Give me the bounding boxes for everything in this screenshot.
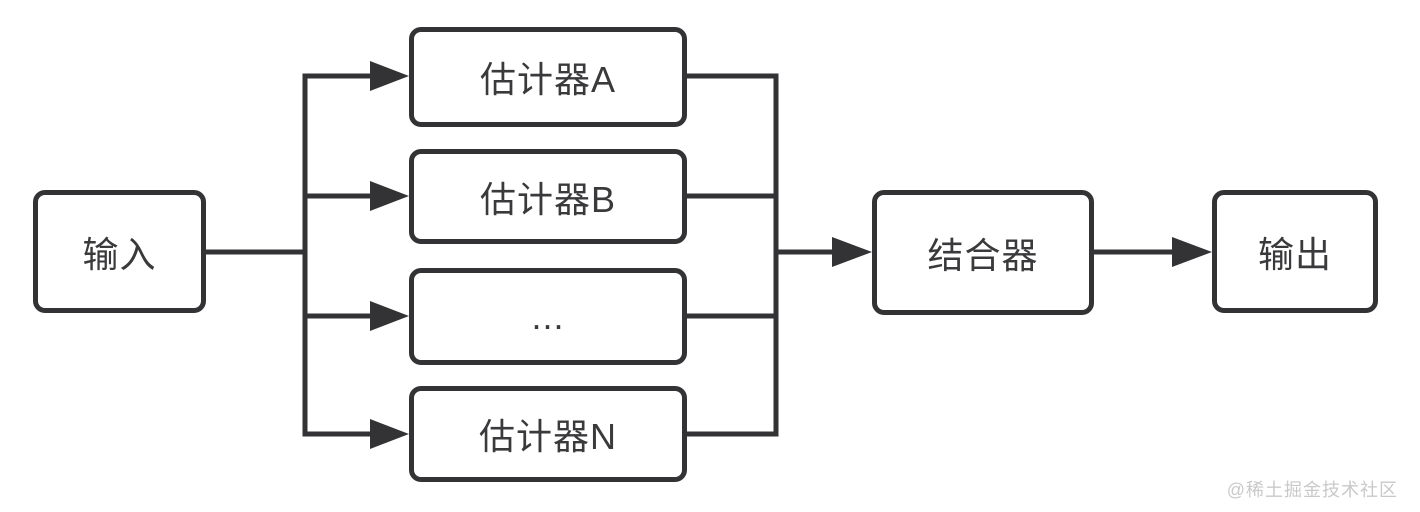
input-node: 输入 [33, 190, 206, 313]
estimator-a-node: 估计器A [409, 27, 687, 127]
arrowhead-combiner [832, 237, 872, 267]
estimator-n-node-label: 估计器N [479, 416, 617, 457]
watermark: @稀土掘金技术社区 [1226, 480, 1398, 500]
output-node-label: 输出 [1257, 233, 1332, 275]
arrowhead-output [1172, 237, 1212, 267]
input-node-label: 输入 [82, 233, 157, 275]
estimator-ellipsis-node: ... [409, 268, 687, 365]
estimator-a-node-label: 估计器A [479, 59, 616, 100]
estimator-b-node-label: 估计器B [479, 178, 616, 220]
output-node: 输出 [1212, 190, 1378, 313]
combiner-node: 结合器 [872, 190, 1094, 315]
combiner-node-label: 结合器 [927, 234, 1039, 276]
arrowhead-estimator-a [370, 61, 409, 91]
arrowhead-estimator-ellipsis [370, 301, 409, 331]
estimator-n-node: 估计器N [409, 386, 687, 482]
estimator-b-node: 估计器B [409, 149, 687, 244]
estimator-ellipsis-node-label: ... [531, 295, 565, 337]
arrowhead-estimator-n [370, 419, 409, 449]
arrowhead-estimator-b [370, 181, 409, 211]
